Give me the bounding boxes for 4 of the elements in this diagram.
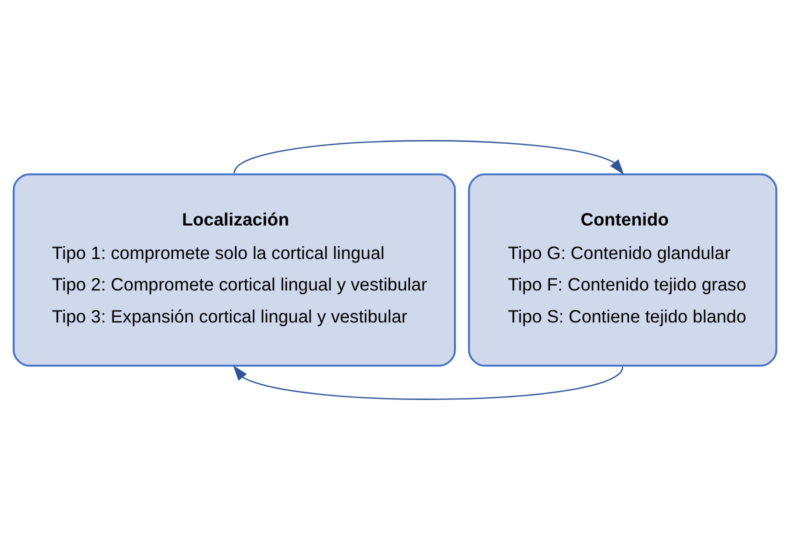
arrow	[233, 365, 624, 400]
node-box: Localización Tipo 1: compromete solo la cortical lingual Tipo 2: Compromete cortical lingual y vestibular Tipo 3: Expansión cortical lingual y vestibular	[12, 173, 456, 367]
node-box: Contenido Tipo G: Contenido glandular Tipo F: Contenido tejido graso Tipo S: Contiene tejido blando	[468, 173, 778, 367]
arrow	[234, 140, 624, 175]
